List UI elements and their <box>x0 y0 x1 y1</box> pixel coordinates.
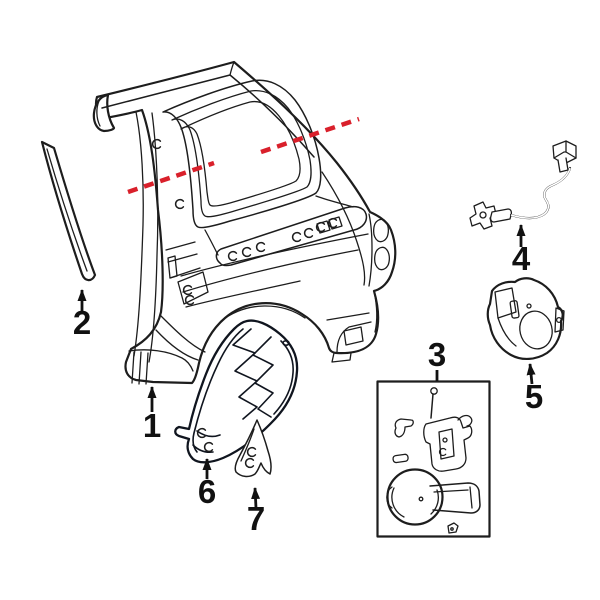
callouts: 1 2 3 4 5 6 7 <box>73 224 543 537</box>
fuel-door-kit-box[interactable] <box>376 380 491 538</box>
callout-arrow-7 <box>251 487 261 509</box>
quarter-panel-part[interactable] <box>92 60 397 385</box>
alignment-dash-lines <box>127 116 360 195</box>
pillar-molding-part[interactable] <box>40 140 97 282</box>
release-cable-part[interactable] <box>469 140 577 230</box>
fuel-door <box>386 468 444 526</box>
dash-line-left <box>127 160 215 195</box>
callout-label-4[interactable]: 4 <box>512 240 531 277</box>
quarter-window-outer <box>162 79 322 229</box>
fuel-filler-pocket-part[interactable] <box>486 277 565 360</box>
kit-box-frame <box>376 380 491 538</box>
splash-shield-part-highlighted[interactable] <box>174 319 299 464</box>
belt-molding-strip <box>215 205 368 267</box>
splash-shield-outline <box>174 319 299 464</box>
callout-label-6[interactable]: 6 <box>198 473 216 510</box>
dash-line-right <box>260 116 360 155</box>
callout-label-2[interactable]: 2 <box>73 304 91 341</box>
taillight-recess <box>368 213 373 287</box>
callout-arrow-5 <box>526 363 536 385</box>
callout-label-3[interactable]: 3 <box>428 336 446 373</box>
quarter-panel-outline <box>94 60 397 385</box>
pocket-outline <box>486 277 564 360</box>
callout-label-7[interactable]: 7 <box>247 500 265 537</box>
callout-label-5[interactable]: 5 <box>525 378 543 415</box>
cable <box>509 166 572 220</box>
callout-label-1[interactable]: 1 <box>143 407 161 444</box>
molding-outline <box>40 140 97 282</box>
mud-guard-part[interactable] <box>234 419 272 478</box>
